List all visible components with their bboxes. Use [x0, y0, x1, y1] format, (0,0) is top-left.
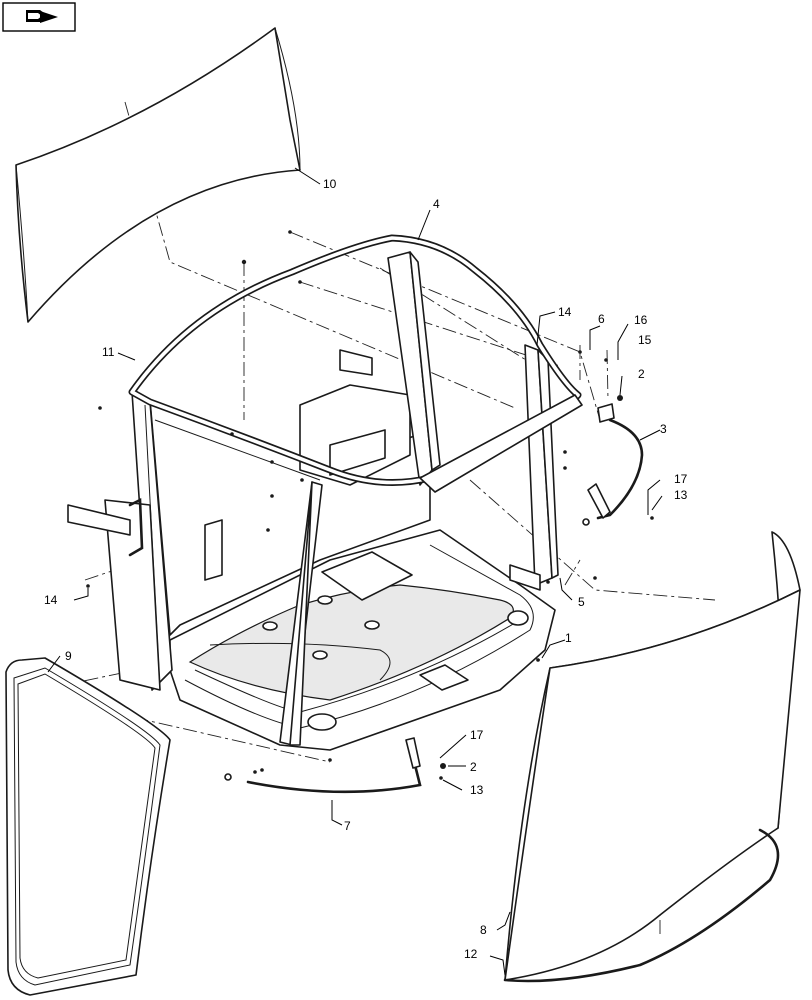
callout-10: 10 [323, 177, 337, 191]
callout-4: 4 [433, 197, 440, 211]
callout-9: 9 [65, 649, 72, 663]
callout-3: 3 [660, 422, 667, 436]
callout-14-top: 14 [558, 305, 572, 319]
lower-support-rod [224, 737, 446, 794]
callout-13-lower: 13 [470, 783, 484, 797]
callout-5: 5 [578, 595, 585, 609]
callout-8: 8 [480, 923, 487, 937]
front-windshield-panel [503, 531, 801, 983]
callout-16: 16 [634, 313, 648, 327]
right-support-rod [578, 350, 654, 526]
callout-labels: 10 4 11 14 6 16 15 2 3 17 13 14 5 1 9 17… [44, 177, 688, 961]
callout-1: 1 [565, 631, 572, 645]
callout-17-lower: 17 [470, 728, 484, 742]
side-door-glass [5, 657, 171, 996]
callout-12: 12 [464, 947, 478, 961]
callout-14-left: 14 [44, 593, 58, 607]
cab-frame [67, 230, 597, 762]
callout-6: 6 [598, 312, 605, 326]
callout-15: 15 [638, 333, 652, 347]
callout-11: 11 [102, 345, 115, 359]
rear-glass-panel [15, 27, 301, 323]
callout-2-top: 2 [638, 367, 645, 381]
callout-13-right: 13 [674, 488, 688, 502]
leader-lines [47, 167, 663, 976]
book-arrow-icon [2, 2, 76, 32]
callout-17-right: 17 [674, 472, 688, 486]
callout-2-lower: 2 [470, 760, 477, 774]
callout-7: 7 [344, 819, 351, 833]
